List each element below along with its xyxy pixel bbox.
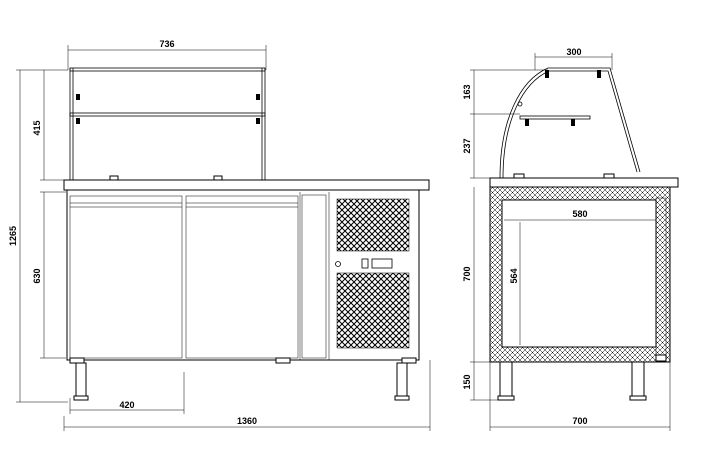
clip [603,173,615,179]
leg-foot [629,395,647,401]
dimension-cabinet-height: 700 [462,187,490,363]
dim-glass-width-label: 736 [159,39,174,49]
side-worktop [489,177,679,188]
dimension-inner-width: 580 [504,209,656,221]
dimension-canopy-top: 163 [462,69,548,115]
leg-foot [73,395,89,401]
dimension-inner-height: 564 [509,222,521,345]
clip [513,173,525,179]
dimension-canopy-bottom: 237 [462,114,490,179]
door-left [69,195,183,359]
dimension-door-height: 630 [32,191,66,359]
dimension-leg-height: 150 [462,362,498,401]
glass-canopy [69,67,266,180]
leg-foot [394,395,410,401]
dim-total-width-label: 1360 [237,416,257,426]
dim-glass-height-label: 415 [32,120,42,135]
foot [69,357,85,364]
dim-total-height-label: 1265 [8,226,18,246]
switch-icon [335,261,341,267]
dim-leg-height-label: 150 [462,374,472,389]
leg [396,362,408,399]
dim-inner-width-label: 580 [572,209,587,219]
dim-cabinet-height-label: 700 [462,266,472,281]
dimension-leg-spacing: 420 [69,372,185,414]
dimension-total-depth: 700 [489,362,671,431]
dimension-glass-height: 415 [32,70,66,181]
leg [499,361,513,399]
dim-canopy-bottom-label: 237 [462,138,472,153]
control-panel [335,198,410,349]
dim-leg-spacing-label: 420 [119,400,134,410]
curved-canopy [499,67,641,179]
foot [275,357,291,364]
dim-inner-height-label: 564 [509,268,519,283]
dimension-shelf-depth: 300 [534,47,613,70]
vent-grille-top [336,198,410,252]
dim-shelf-depth-label: 300 [566,47,581,57]
leg [631,361,645,399]
side-view: 300 163 237 580 700 564 150 [462,47,679,431]
door-right [185,195,299,359]
dim-canopy-top-label: 163 [462,84,472,99]
foot [401,357,417,364]
clip [213,175,223,181]
clip [109,175,119,181]
dim-total-depth-label: 700 [572,416,587,426]
display [371,258,393,269]
leg-foot [497,395,515,401]
vent-grille-bottom [336,272,410,349]
leg [75,362,87,399]
front-view: 736 1265 415 630 420 1 [8,39,431,431]
worktop [63,179,430,191]
dim-door-height-label: 630 [32,268,42,283]
dimension-glass-width: 736 [67,39,267,70]
dimension-total-width: 1360 [63,360,431,431]
drawer-column [301,194,327,359]
indicator [361,258,369,269]
dimension-total-height: 1265 [8,69,68,403]
hinge [655,354,667,362]
